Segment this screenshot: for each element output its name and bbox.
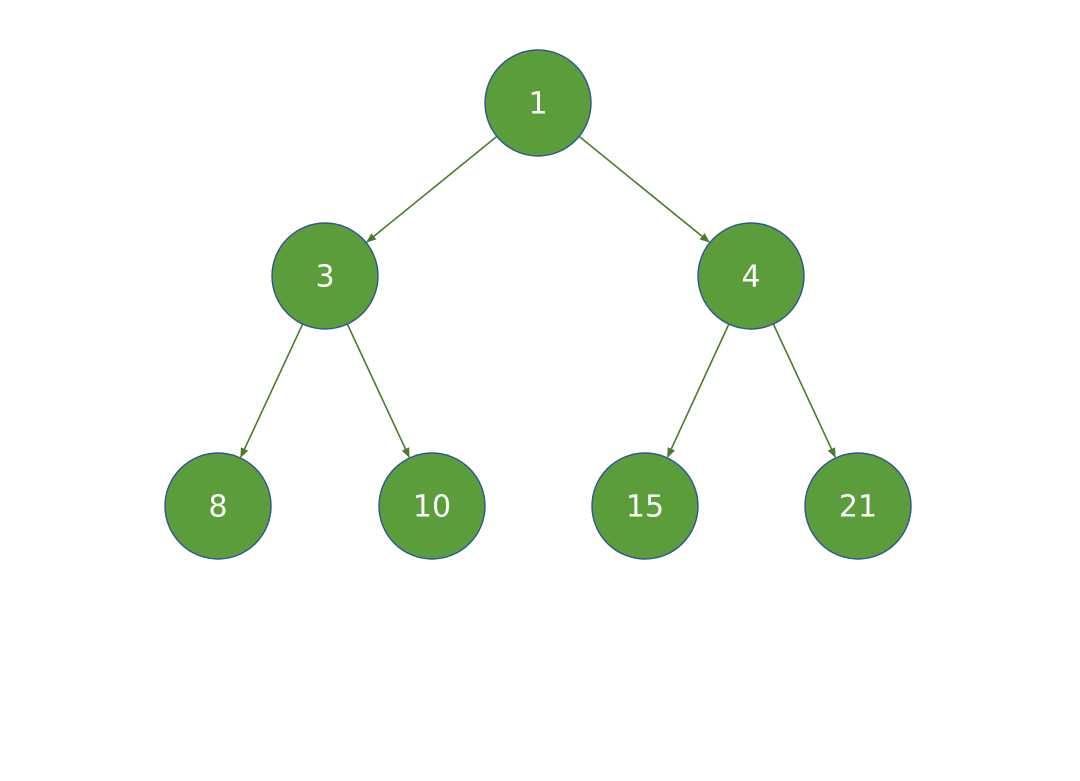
tree-node-1: 1 [484, 49, 592, 157]
nodes-layer: 1 3 4 8 10 15 21 [164, 49, 912, 560]
tree-node-8: 8 [164, 452, 272, 560]
node-circle [697, 222, 805, 330]
node-label: 4 [741, 260, 760, 295]
node-label: 8 [208, 490, 227, 525]
node-label: 15 [626, 490, 664, 525]
edge-n3-to-n10 [346, 323, 410, 458]
node-label: 1 [528, 87, 547, 122]
tree-node-21: 21 [804, 452, 912, 560]
node-circle [484, 49, 592, 157]
edge-n4-to-n21 [772, 323, 836, 458]
edge-n3-to-n8 [240, 323, 304, 458]
node-label: 10 [413, 490, 451, 525]
node-circle [164, 452, 272, 560]
edge-n1-to-n4 [578, 135, 710, 243]
edge-n4-to-n15 [666, 323, 730, 458]
edges-layer [240, 135, 836, 458]
node-circle [271, 222, 379, 330]
tree-node-15: 15 [591, 452, 699, 560]
tree-node-10: 10 [378, 452, 486, 560]
node-label: 21 [839, 490, 877, 525]
node-circle [591, 452, 699, 560]
node-circle [378, 452, 486, 560]
tree-node-3: 3 [271, 222, 379, 330]
edge-n1-to-n3 [366, 135, 498, 243]
node-label: 3 [315, 260, 334, 295]
node-circle [804, 452, 912, 560]
tree-node-4: 4 [697, 222, 805, 330]
